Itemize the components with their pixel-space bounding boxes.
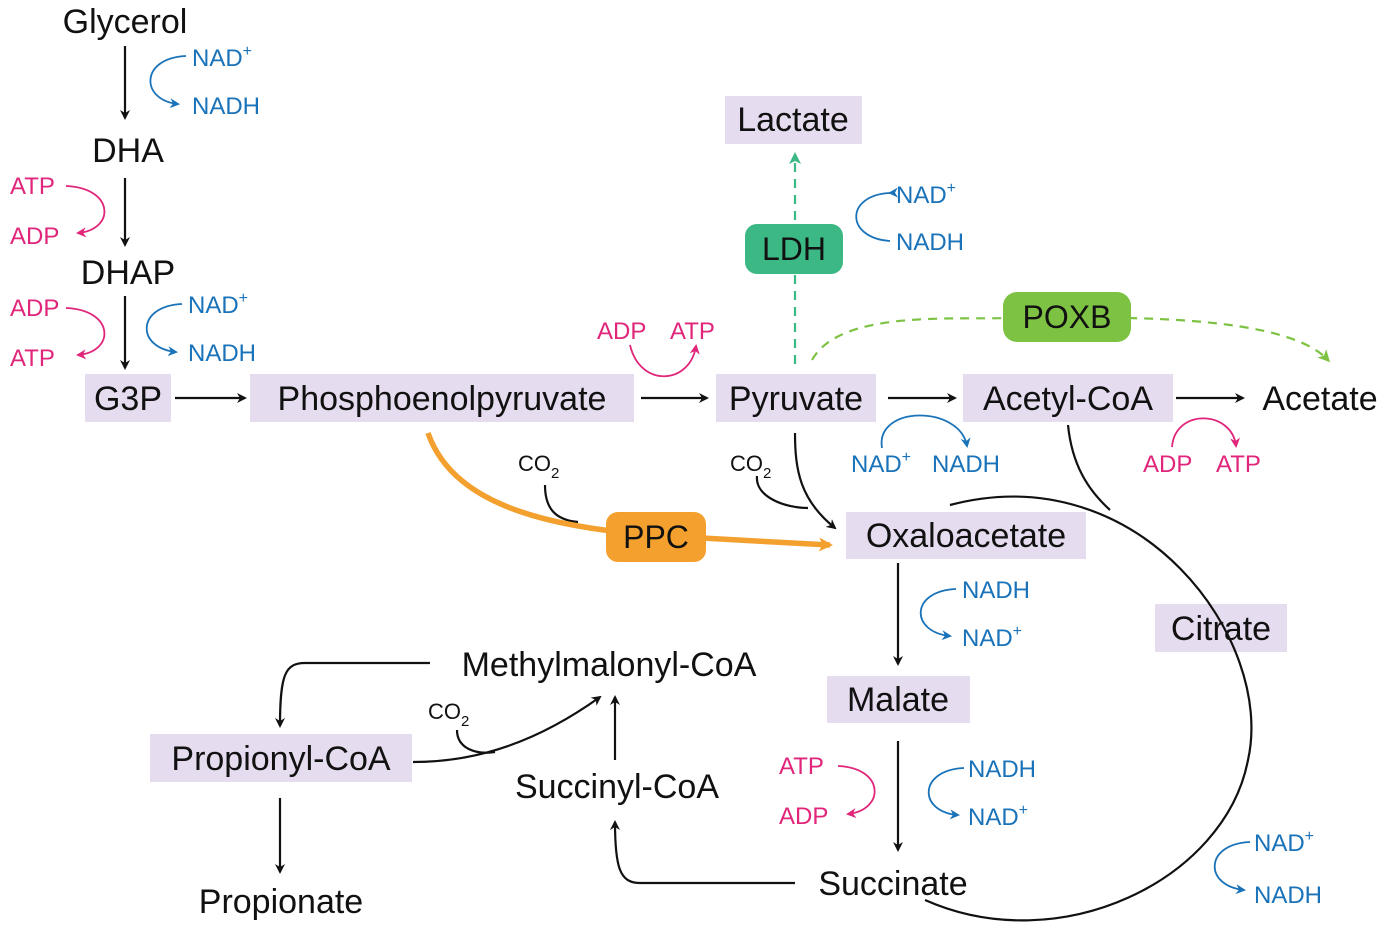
- adp-label: ADP: [779, 803, 828, 830]
- malate-box: [827, 676, 970, 723]
- dha-label: DHA: [92, 132, 164, 170]
- methylmalonyl-coa-label: Methylmalonyl-CoA: [462, 646, 757, 684]
- adp-label: ADP: [1143, 451, 1192, 478]
- pep-label: Phosphoenolpyruvate: [278, 380, 607, 418]
- adp-label: ADP: [10, 295, 59, 322]
- nad-plus-label: NAD+: [188, 290, 248, 319]
- atp-label: ATP: [10, 173, 55, 200]
- propionate-label: Propionate: [199, 883, 363, 921]
- succinyl-coa-label: Succinyl-CoA: [515, 768, 719, 806]
- ppc-pill: [606, 512, 706, 562]
- ppc-label: PPC: [623, 519, 689, 555]
- atp-label: ATP: [10, 345, 55, 372]
- tca-cycle: [924, 424, 1253, 922]
- co2-propionyl-label: CO2: [428, 699, 469, 730]
- nadh-label: NADH: [932, 451, 1000, 478]
- enzyme-paths: [425, 152, 1328, 552]
- nadh-label: NADH: [192, 93, 260, 120]
- succinate-label: Succinate: [818, 865, 967, 903]
- citrate-box: [1155, 604, 1287, 652]
- nadh-label: NADH: [188, 340, 256, 367]
- acetate-label: Acetate: [1262, 380, 1377, 418]
- adp-label: ADP: [10, 223, 59, 250]
- nad-plus-label: NAD+: [1254, 828, 1314, 857]
- nadh-label: NADH: [962, 577, 1030, 604]
- ldh-label: LDH: [762, 231, 826, 267]
- adp-label: ADP: [597, 318, 646, 345]
- pep-box: [250, 374, 634, 422]
- pyruvate-box: [716, 374, 876, 422]
- main-arrows: [120, 46, 1245, 885]
- nad-plus-label: NAD+: [962, 623, 1022, 652]
- co2-ppc-label: CO2: [518, 451, 559, 482]
- nad-plus-label: NAD+: [896, 180, 956, 209]
- cofactor-labels: NAD+ NADH ATP ADP ADP ATP NAD+ NADH ADP …: [10, 43, 1322, 909]
- nad-plus-label: NAD+: [968, 802, 1028, 831]
- lactate-box: [725, 96, 862, 144]
- metabolite-highlights: [85, 96, 1287, 782]
- oxaloacetate-label: Oxaloacetate: [866, 517, 1066, 555]
- malate-label: Malate: [847, 681, 949, 719]
- g3p-box: [85, 374, 171, 422]
- nadh-label: NADH: [1254, 882, 1322, 909]
- nadh-label: NADH: [896, 229, 964, 256]
- propionyl-coa-label: Propionyl-CoA: [171, 740, 391, 778]
- atp-label: ATP: [670, 318, 715, 345]
- ldh-pill: [745, 224, 843, 274]
- poxb-label: POXB: [1023, 299, 1112, 335]
- propionyl-coa-box: [150, 734, 412, 782]
- atp-label: ATP: [779, 753, 824, 780]
- citrate-label: Citrate: [1171, 610, 1271, 648]
- enzyme-ldh: LDH: [745, 224, 843, 274]
- poxb-pill: [1003, 292, 1131, 342]
- lactate-label: Lactate: [737, 101, 849, 139]
- nad-plus-label: NAD+: [851, 449, 911, 478]
- oxaloacetate-box: [846, 512, 1086, 559]
- g3p-label: G3P: [94, 380, 162, 418]
- co2-pyruvate-label: CO2: [730, 451, 771, 482]
- cofactor-arrows: [65, 55, 1251, 895]
- acetyl-coa-box: [963, 374, 1173, 422]
- dhap-label: DHAP: [81, 254, 175, 292]
- metabolite-labels: Glycerol DHA DHAP G3P Phosphoenolpyruvat…: [63, 3, 1378, 921]
- glycerol-label: Glycerol: [63, 3, 188, 41]
- nad-plus-label: NAD+: [192, 43, 252, 72]
- acetyl-coa-label: Acetyl-CoA: [983, 380, 1153, 418]
- enzyme-poxb: POXB: [1003, 292, 1131, 342]
- nadh-label: NADH: [968, 756, 1036, 783]
- pyruvate-label: Pyruvate: [729, 380, 863, 418]
- co2-labels: CO2 CO2 CO2: [428, 451, 771, 730]
- atp-label: ATP: [1216, 451, 1261, 478]
- enzyme-ppc: PPC: [606, 512, 706, 562]
